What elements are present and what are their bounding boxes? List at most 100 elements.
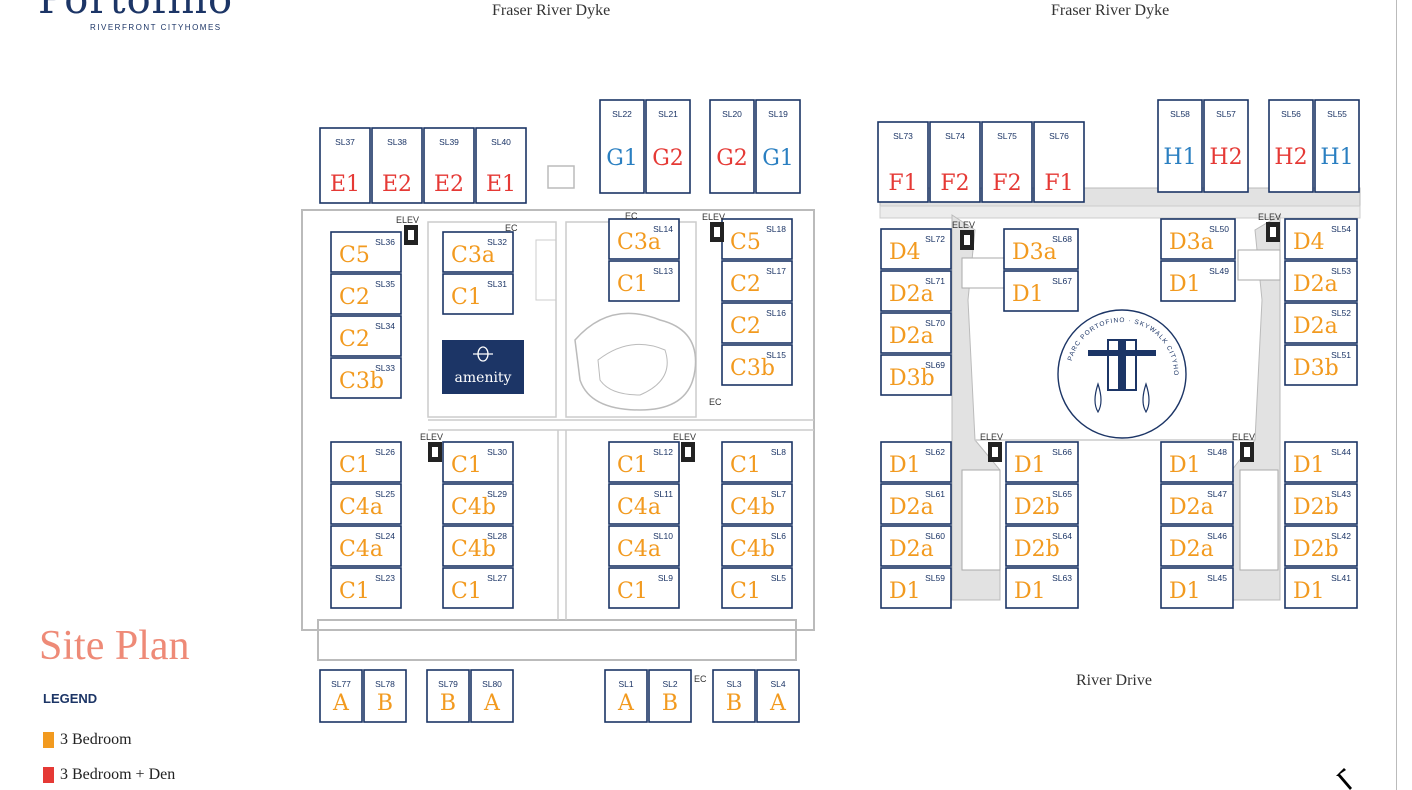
unit-outline bbox=[721, 302, 793, 344]
unit-outline bbox=[442, 567, 514, 609]
unit-type-label: D1 bbox=[889, 579, 921, 604]
unit-type-label: A bbox=[483, 691, 501, 716]
unit-outline bbox=[319, 127, 371, 204]
unit-type-label: C4a bbox=[617, 495, 661, 520]
elevator-marker: ELEV bbox=[952, 220, 975, 250]
unit-outline bbox=[1160, 441, 1234, 483]
unit-outline bbox=[1005, 483, 1079, 525]
unit-number-label: SL5 bbox=[771, 573, 786, 583]
elevator-marker: ELEV bbox=[1232, 432, 1255, 462]
unit-number-label: SL22 bbox=[612, 109, 632, 119]
brand-name: Portofino bbox=[38, 0, 234, 23]
unit-outline bbox=[442, 525, 514, 567]
elevator-marker: ELEV bbox=[673, 432, 696, 462]
unit-number-label: SL48 bbox=[1207, 447, 1227, 457]
unit-type-label: C1 bbox=[730, 579, 761, 604]
unit-type-label: D3a bbox=[1169, 230, 1214, 255]
unit-number-label: SL16 bbox=[766, 308, 786, 318]
unit-type-label: C2 bbox=[730, 314, 761, 339]
elevator-label: ELEV bbox=[702, 212, 725, 222]
unit-number-label: SL71 bbox=[925, 276, 945, 286]
unit-number-label: SL60 bbox=[925, 531, 945, 541]
unit-outline bbox=[330, 231, 402, 273]
unit-number-label: SL69 bbox=[925, 360, 945, 370]
unit-type-label: C3b bbox=[339, 369, 384, 394]
unit-type-label: C4a bbox=[339, 495, 383, 520]
unit-type-label: C5 bbox=[730, 230, 761, 255]
unit-type-label: F1 bbox=[888, 171, 917, 196]
unit-number-label: SL78 bbox=[375, 679, 395, 689]
unit-type-label: A bbox=[617, 691, 635, 716]
unit-type-label: D2a bbox=[889, 537, 934, 562]
unit-type-label: H1 bbox=[1163, 145, 1196, 170]
unit-type-label: D1 bbox=[1012, 282, 1044, 307]
unit-number-label: SL15 bbox=[766, 350, 786, 360]
unit-number-label: SL51 bbox=[1331, 350, 1351, 360]
legend-item-3-bedroom-den: 3 Bedroom + Den bbox=[43, 766, 175, 784]
unit-number-label: SL53 bbox=[1331, 266, 1351, 276]
unit-outline bbox=[442, 273, 514, 315]
unit-outline bbox=[721, 525, 793, 567]
unit-number-label: SL80 bbox=[482, 679, 502, 689]
unit-type-label: C4b bbox=[451, 537, 496, 562]
unit-outline bbox=[880, 228, 952, 270]
unit-type-label: C2 bbox=[730, 272, 761, 297]
unit-number-label: SL27 bbox=[487, 573, 507, 583]
unit-outline bbox=[363, 669, 407, 723]
unit-outline bbox=[319, 669, 363, 723]
unit-type-label: D2b bbox=[1014, 495, 1060, 520]
unit-number-label: SL3 bbox=[726, 679, 741, 689]
dyke-label-right: Fraser River Dyke bbox=[1051, 2, 1170, 19]
legend-label: 3 Bedroom bbox=[60, 731, 132, 748]
unit-type-label: D2a bbox=[889, 282, 934, 307]
unit-type-label: G1 bbox=[606, 146, 638, 171]
legend-item-3-bedroom: 3 Bedroom bbox=[43, 731, 132, 749]
elevator-marker: ELEV bbox=[420, 432, 443, 462]
unit-type-label: A bbox=[769, 691, 787, 716]
unit-number-label: SL2 bbox=[662, 679, 677, 689]
unit-type-label: E1 bbox=[486, 172, 516, 197]
amenity-label: amenity bbox=[455, 370, 512, 386]
unit-outline bbox=[608, 525, 680, 567]
unit-number-label: SL33 bbox=[375, 363, 395, 373]
unit-type-label: E2 bbox=[434, 172, 464, 197]
unit-number-label: SL55 bbox=[1327, 109, 1347, 119]
unit-type-label: D3b bbox=[889, 366, 935, 391]
unit-type-label: D2a bbox=[1293, 272, 1338, 297]
unit-outline bbox=[981, 121, 1033, 203]
unit-type-label: D1 bbox=[1014, 453, 1046, 478]
unit-number-label: SL59 bbox=[925, 573, 945, 583]
unit-number-label: SL54 bbox=[1331, 224, 1351, 234]
unit-outline bbox=[423, 127, 475, 204]
